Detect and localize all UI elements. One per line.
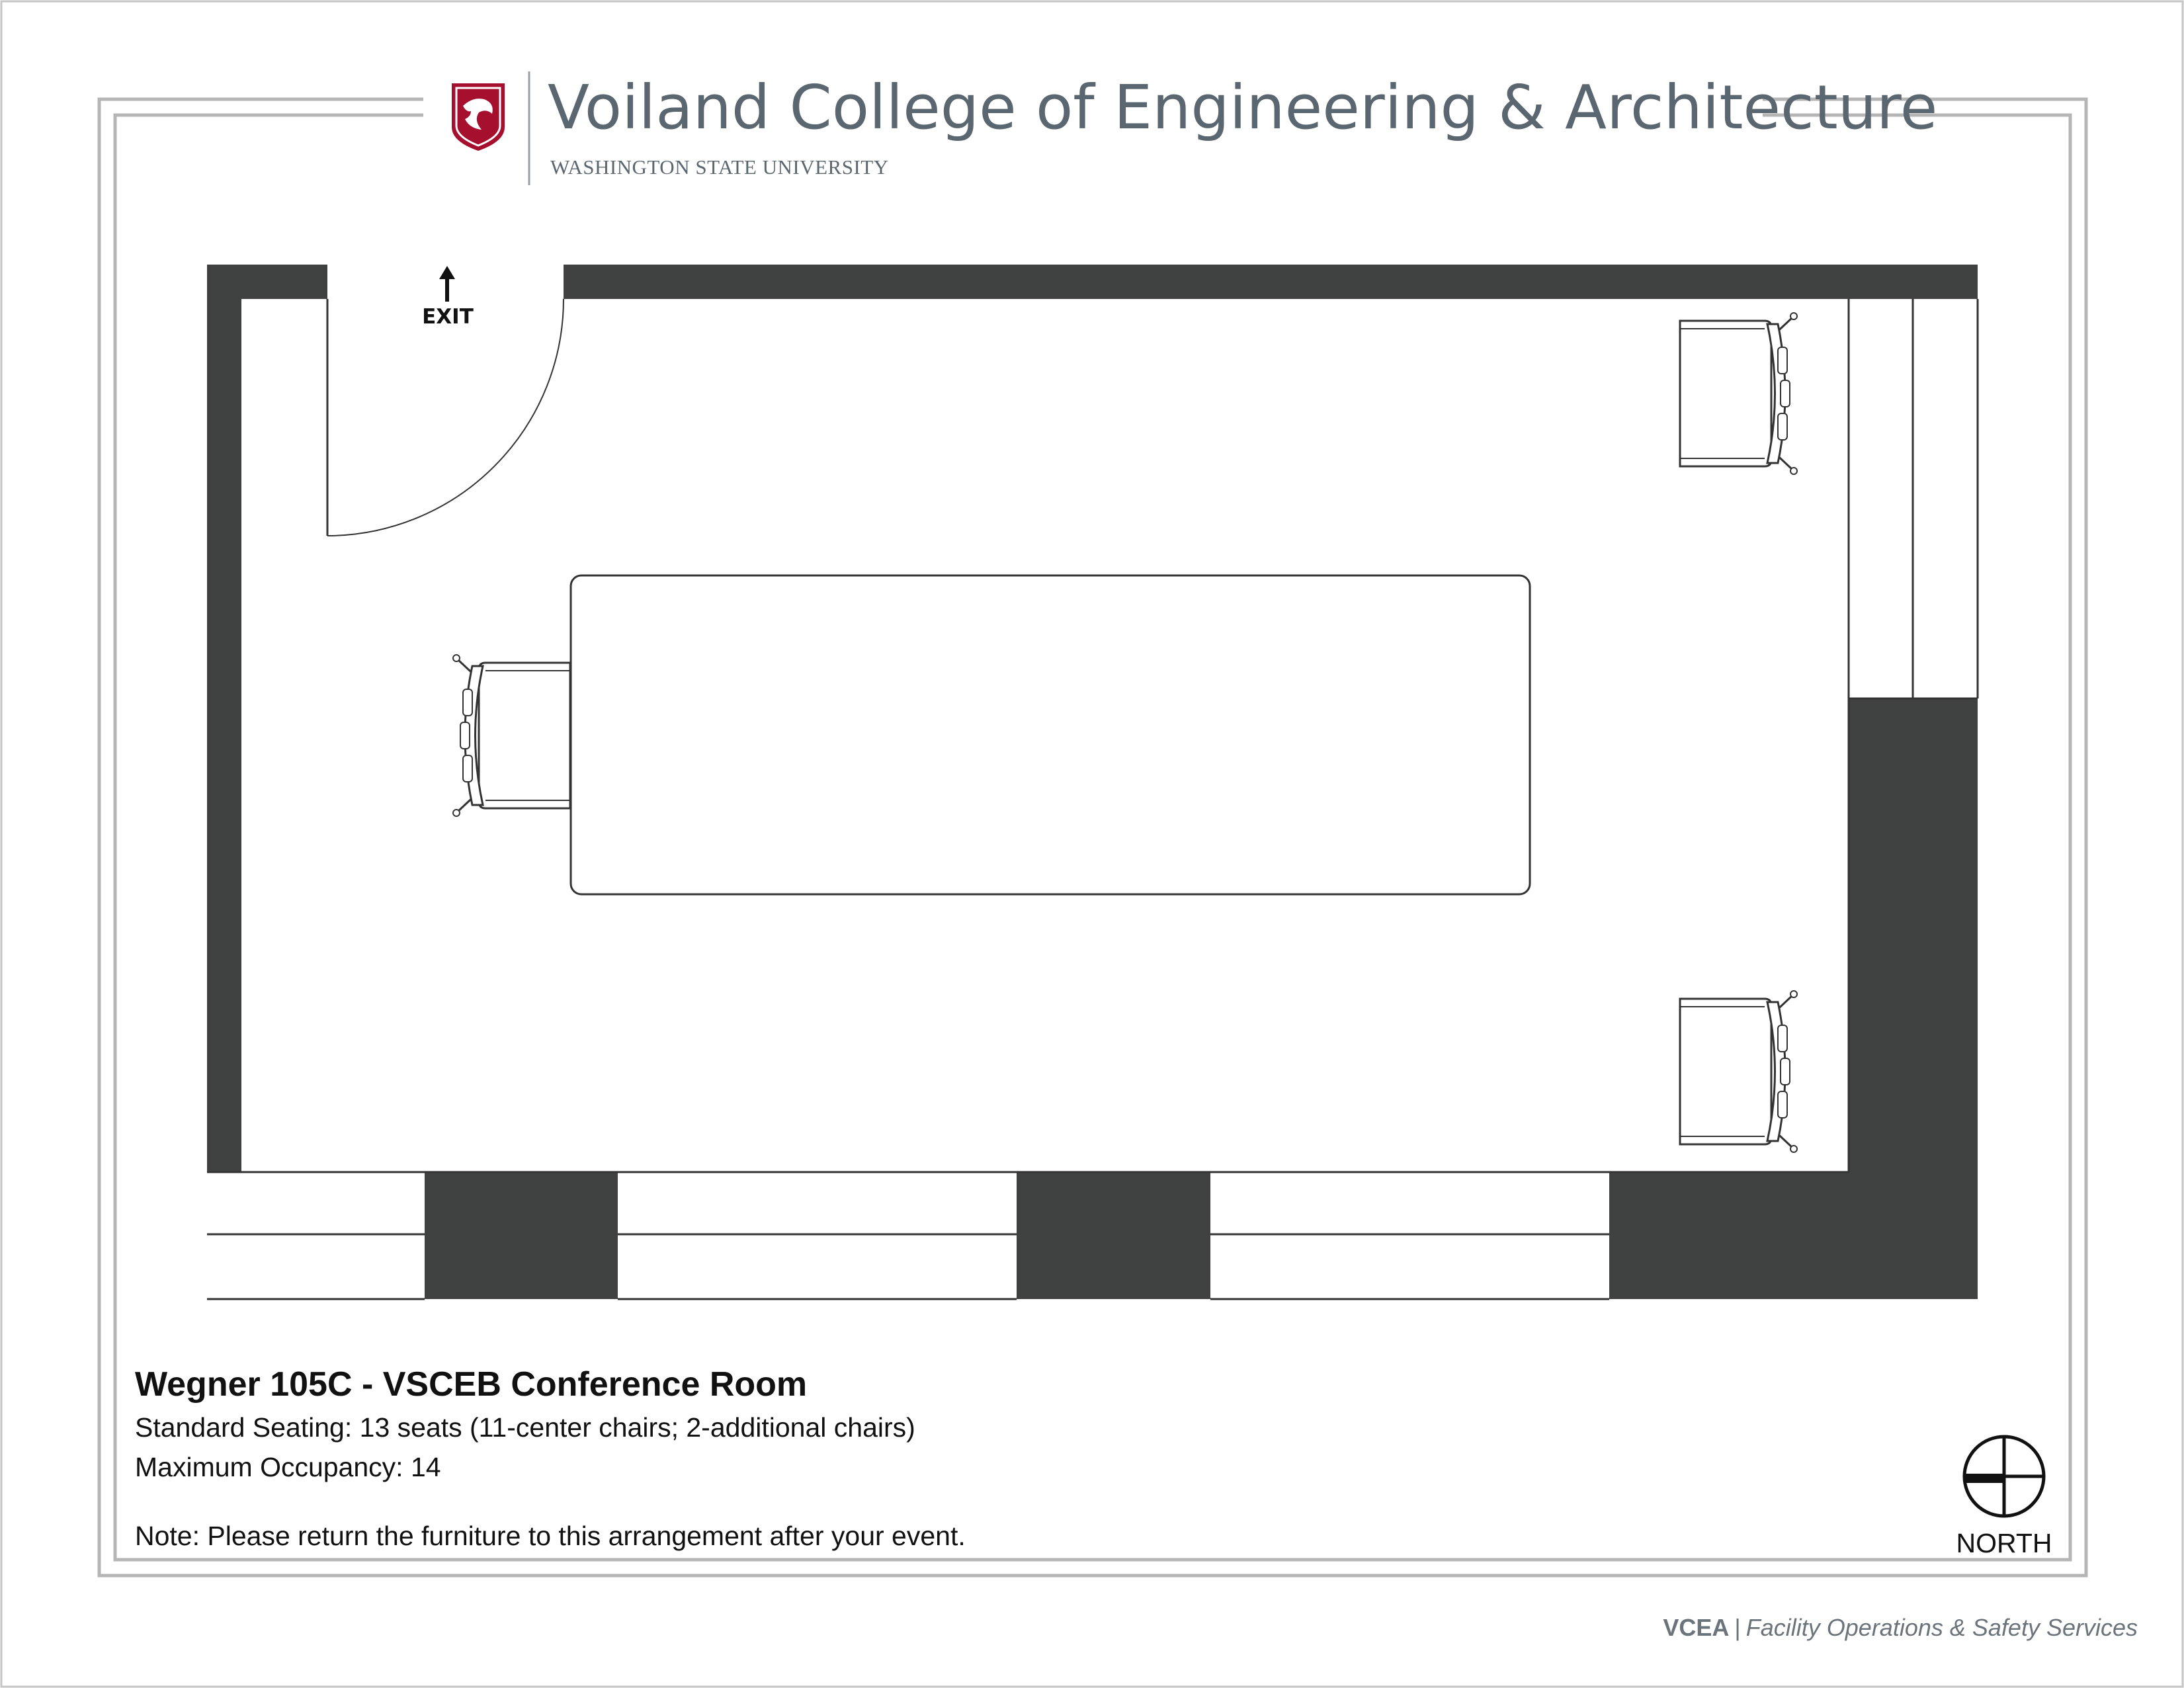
exit-label: EXIT: [422, 305, 474, 329]
footer-org: VCEA: [1663, 1614, 1730, 1641]
north-compass-icon: [1962, 1435, 2046, 1518]
north-label: NORTH: [1956, 1528, 2052, 1558]
occupancy-value: 14: [403, 1452, 441, 1482]
exit-arrow-icon: [439, 266, 455, 302]
footer-separator: |: [1734, 1614, 1741, 1641]
walls: [207, 265, 1978, 1299]
room-info: Wegner 105C - VSCEB Conference Room Stan…: [135, 1361, 1722, 1556]
seating-label: Standard Seating:: [135, 1412, 353, 1443]
room-name: Wegner 105C - VSCEB Conference Room: [135, 1365, 808, 1404]
wall-lines: [207, 299, 1979, 1300]
seating-value: 13 seats (11-center chairs; 2-additional…: [352, 1412, 915, 1443]
title-frame: [97, 97, 2088, 1578]
footer-dept: Facility Operations & Safety Services: [1745, 1614, 2138, 1641]
door-swing: [326, 298, 564, 536]
conference-table: [569, 574, 1531, 896]
additional-chair-1: [1679, 312, 1798, 476]
footer: VCEA|Facility Operations & Safety Servic…: [1663, 1614, 2138, 1642]
note-label: Note:: [135, 1521, 200, 1551]
maximum-occupancy: Maximum Occupancy: 14: [135, 1447, 1722, 1487]
additional-chair-2: [1679, 990, 1798, 1154]
occupancy-label: Maximum Occupancy:: [135, 1452, 403, 1482]
note-value: Please return the furniture to this arra…: [200, 1521, 966, 1551]
standard-seating: Standard Seating: 13 seats (11-center ch…: [135, 1408, 1722, 1447]
wsu-logo: [452, 83, 505, 151]
note: Note: Please return the furniture to thi…: [135, 1516, 1722, 1556]
university-name: WASHINGTON STATE UNIVERSITY: [550, 155, 889, 179]
chair-head: [452, 654, 571, 818]
college-name: Voiland College of Engineering & Archite…: [548, 72, 1937, 143]
